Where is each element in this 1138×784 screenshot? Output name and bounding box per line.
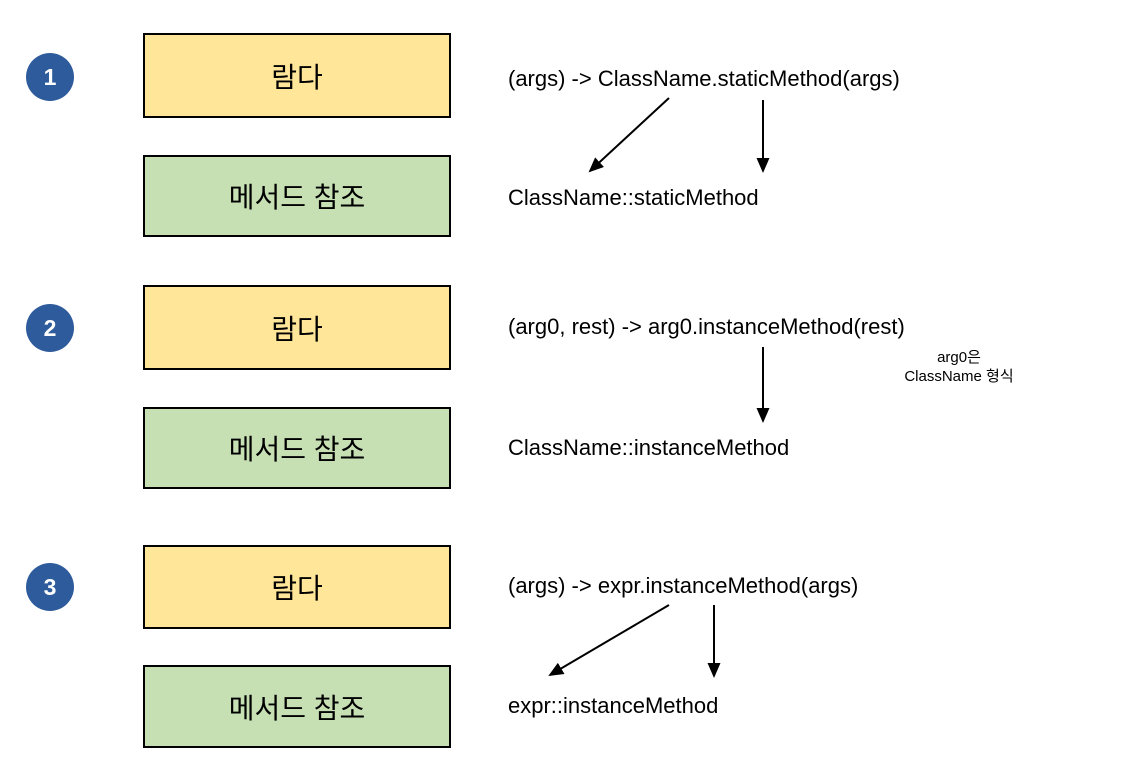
arrow-section3-expr: [548, 604, 670, 677]
section-3-number-badge: 3: [26, 563, 74, 611]
section-1-lambda-box: 람다: [143, 33, 451, 118]
section-3-lambda-box-label: 람다: [271, 573, 323, 604]
section-3-method-reference-code: expr::instanceMethod: [508, 693, 719, 718]
section-3-lambda-code: (args) -> expr.instanceMethod(args): [508, 573, 859, 598]
section-2-arg0-note-line1: arg0은: [937, 349, 981, 366]
section-1-number: 1: [43, 63, 57, 90]
section-2-method-reference-code: ClassName::instanceMethod: [508, 435, 790, 460]
section-2-arg0-note-line2: ClassName 형식: [904, 368, 1014, 385]
section-1-method-box-label: 메서드 참조: [228, 182, 366, 213]
section-3-lambda-box: 람다: [143, 545, 451, 629]
section-2-method-box-label: 메서드 참조: [228, 434, 366, 465]
section-2-number: 2: [43, 314, 57, 341]
section-3-method-box-label: 메서드 참조: [228, 692, 366, 724]
section-2-number-badge: 2: [26, 304, 74, 352]
section-2-lambda-box-label: 람다: [271, 313, 323, 345]
section-1-lambda-code: (args) -> ClassName.staticMethod(args): [508, 66, 900, 91]
section-2-method-reference-box: 메서드 참조: [143, 407, 451, 489]
section-2-arg0-note: arg0은 ClassName 형식: [878, 348, 1040, 386]
section-1-method-reference-code: ClassName::staticMethod: [508, 185, 759, 210]
section-2-lambda-box: 람다: [143, 285, 451, 370]
section-1-lambda-box-label: 람다: [271, 61, 323, 93]
arrow-section1-classname: [588, 97, 670, 173]
section-2-lambda-code: (arg0, rest) -> arg0.instanceMethod(rest…: [508, 314, 905, 339]
section-3-number: 3: [43, 573, 57, 600]
section-3-method-reference-box: 메서드 참조: [143, 665, 451, 748]
section-1-number-badge: 1: [26, 53, 74, 101]
section-1-method-reference-box: 메서드 참조: [143, 155, 451, 237]
